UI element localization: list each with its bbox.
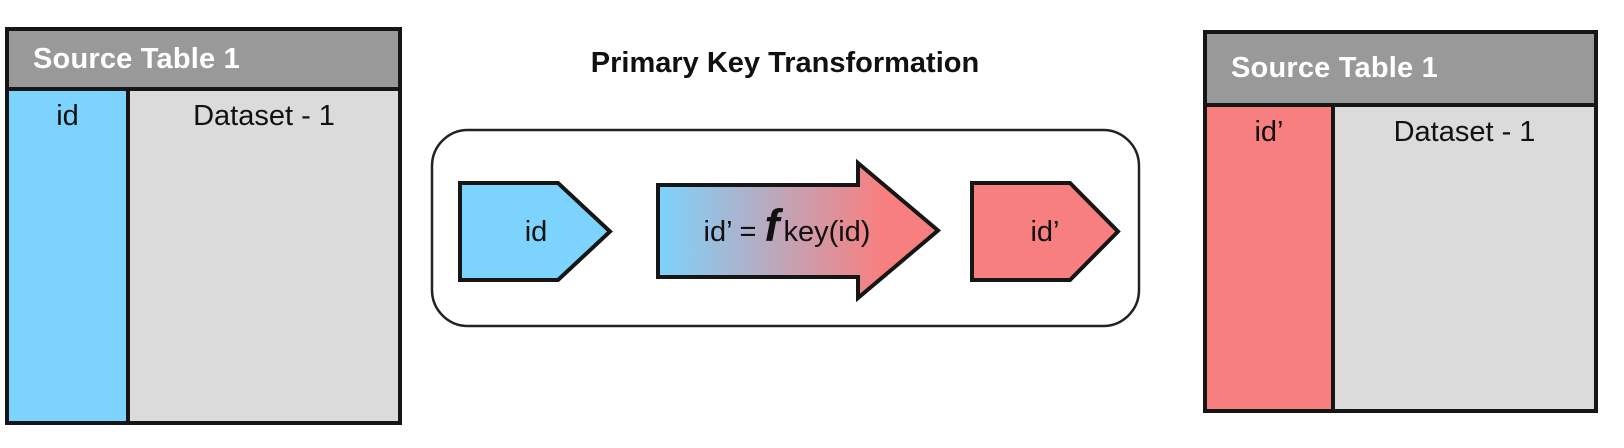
source-key-column: id (9, 91, 130, 421)
formula-prefix: id’ = (704, 216, 757, 248)
source-data-column-label: Dataset - 1 (193, 100, 335, 132)
diagram-title: Primary Key Transformation (590, 47, 980, 79)
input-key-label: id (525, 216, 548, 248)
source-key-column-label: id (56, 100, 79, 132)
result-data-column-label: Dataset - 1 (1393, 116, 1536, 148)
source-table-title: Source Table 1 (33, 42, 240, 75)
output-key-shape (970, 181, 1121, 282)
result-table-title: Source Table 1 (1231, 52, 1438, 84)
source-table-header: Source Table 1 (9, 31, 398, 91)
source-table-body: id Dataset - 1 (9, 91, 398, 421)
source-data-column: Dataset - 1 (130, 91, 398, 421)
transform-arrow-shape (656, 158, 942, 303)
result-table-header: Source Table 1 (1207, 34, 1594, 107)
formula-function-symbol: f (764, 200, 783, 251)
result-table-body: id’ Dataset - 1 (1207, 107, 1594, 409)
result-data-column: Dataset - 1 (1335, 107, 1594, 409)
result-key-column-label: id’ (1254, 116, 1284, 148)
result-table: Source Table 1 id’ Dataset - 1 (1203, 30, 1598, 413)
result-key-column: id’ (1207, 107, 1335, 409)
output-key-label: id’ (1030, 216, 1059, 248)
input-key-shape (458, 181, 613, 282)
formula-suffix: key(id) (783, 216, 870, 248)
source-table: Source Table 1 id Dataset - 1 (5, 27, 402, 425)
